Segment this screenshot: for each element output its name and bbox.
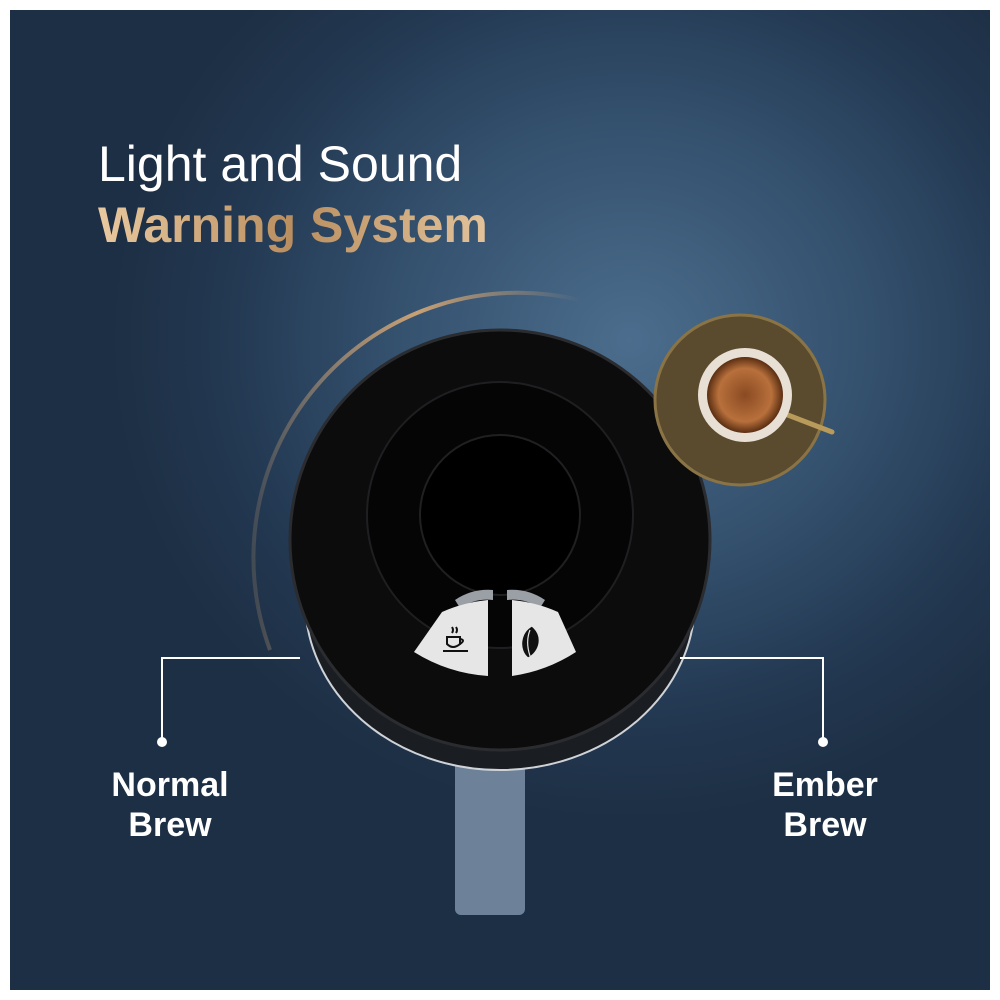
headline-line2: Warning System: [98, 197, 488, 253]
normal-brew-label-line2: Brew: [128, 806, 212, 844]
normal-brew-label: Normal Brew: [70, 765, 270, 845]
coffee-bean-icon: [521, 625, 540, 659]
coffee-cup-icon: [443, 626, 468, 652]
normal-brew-leader: [161, 657, 300, 742]
headline-line1: Light and Sound: [98, 136, 463, 192]
kettle-handle: [455, 740, 525, 915]
ember-brew-label-line1: Ember: [772, 766, 878, 804]
coffee-cup-saucer: [653, 313, 835, 487]
ember-brew-leader: [680, 657, 824, 742]
normal-brew-label-line1: Normal: [111, 766, 229, 804]
background-panel: Light and Sound Warning System: [10, 10, 990, 990]
kettle-illustration: [157, 290, 835, 915]
ember-brew-label-line2: Brew: [783, 806, 867, 844]
ember-brew-label: Ember Brew: [725, 765, 925, 845]
decorative-arc: [251, 290, 581, 651]
